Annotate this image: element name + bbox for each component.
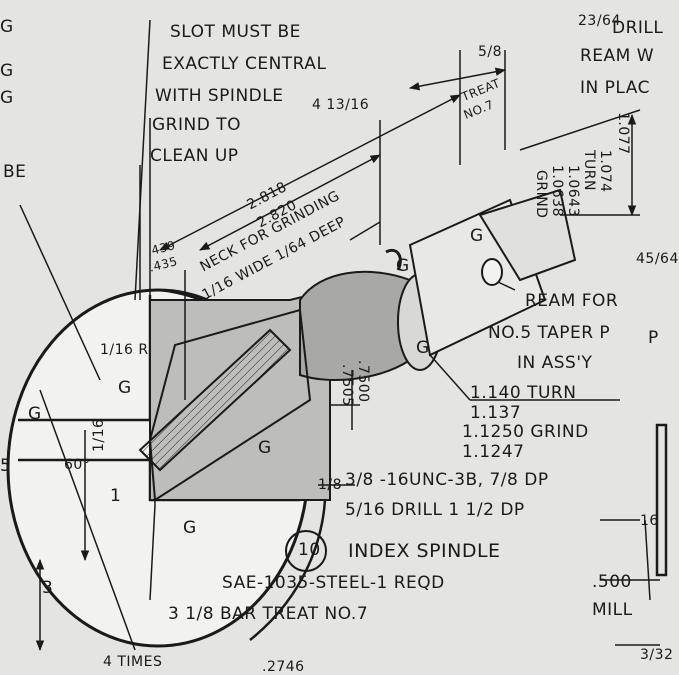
note-slot-1: SLOT MUST BE [170, 22, 301, 42]
dim-11250: 1.1250 GRIND [462, 422, 589, 442]
surface-g-6: G [470, 226, 484, 246]
dim-drill: 5/16 DRILL 1 1/2 DP [345, 500, 525, 520]
note-ream-3: IN ASS'Y [517, 353, 593, 373]
dim-angle: 60° [64, 457, 91, 473]
dim-thread-frac: 1/8 [318, 477, 343, 493]
part-name: INDEX SPINDLE [348, 540, 501, 562]
part-number: 10 [298, 540, 321, 560]
threaded-bore [138, 328, 292, 472]
dim-1: 1 [110, 486, 122, 506]
frac-45-64: 45/64 [636, 251, 679, 267]
dim-7505: .7505 [339, 364, 355, 407]
edge-text-1: G [0, 17, 14, 37]
edge-text-3: G [0, 88, 14, 108]
dim-1074: 1.074 [597, 150, 613, 193]
surface-g-4: G [183, 518, 197, 538]
dim-11247: 1.1247 [462, 442, 525, 462]
edge-text-5: 5 [0, 456, 12, 476]
dim-l-1-16: 1/16 [91, 418, 107, 452]
drill-frac: 23/64 [578, 13, 621, 29]
shaft-tail [478, 188, 577, 282]
note-slot-3: WITH SPINDLE [155, 86, 284, 106]
dim-10638: 1.0638 [549, 165, 565, 217]
dim-times: 4 TIMES [103, 654, 163, 670]
dim-thread: 3/8 -16UNC-3B, 7/8 DP [345, 470, 549, 490]
note-ream-2: NO.5 TAPER P [488, 323, 611, 343]
edge-text-4: BE [3, 162, 27, 182]
dim-grind: GRIND [533, 170, 549, 219]
taper-pin-hole [481, 258, 503, 286]
ream-w: REAM W [580, 46, 655, 66]
dim-3: 3 [42, 578, 54, 598]
note-slot-2: EXACTLY CENTRAL [162, 54, 327, 74]
surface-g-7: G [396, 256, 410, 276]
frac-16: 16 [640, 513, 659, 529]
dim-7500: .7500 [355, 360, 371, 403]
in-plac: IN PLAC [580, 78, 650, 98]
part-number-circle [285, 530, 327, 572]
dimension-lines [19, 19, 660, 652]
surface-g-1: G [118, 378, 132, 398]
drill-top: DRILL [612, 18, 664, 38]
side-view-fragment [655, 423, 668, 577]
dim-5-8: 5/8 [478, 44, 503, 60]
frac-3-32: 3/32 [640, 647, 674, 663]
dim-tail: .2746 [262, 659, 305, 675]
edge-text-2: G [0, 61, 14, 81]
surface-g-3: G [258, 438, 272, 458]
p-cut: P [648, 328, 659, 348]
dim-turn: TURN [581, 150, 597, 191]
dim-1140: 1.140 TURN [470, 383, 577, 403]
dim-radius: 1/16 R [100, 342, 149, 358]
surface-g-2: G [28, 404, 42, 424]
material: SAE-1035-STEEL-1 REQD [222, 573, 445, 593]
dim-1137: 1.137 [470, 403, 522, 423]
dim-10643: 1.0643 [565, 165, 581, 217]
neck-groove [385, 249, 402, 271]
dim-500: .500 [592, 572, 632, 592]
surface-g-5: G [416, 338, 430, 358]
note-ream-1: REAM FOR [525, 291, 619, 311]
spindle-drawing [6, 19, 668, 652]
dim-1077: 1.077 [615, 112, 631, 155]
stock: 3 1/8 BAR TREAT NO.7 [168, 604, 369, 624]
note-grind-2: CLEAN UP [150, 146, 239, 166]
note-grind-1: GRIND TO [152, 115, 241, 135]
mill: MILL [592, 600, 633, 620]
dim-4-13-16: 4 13/16 [312, 97, 370, 113]
bore-cut [148, 308, 312, 502]
